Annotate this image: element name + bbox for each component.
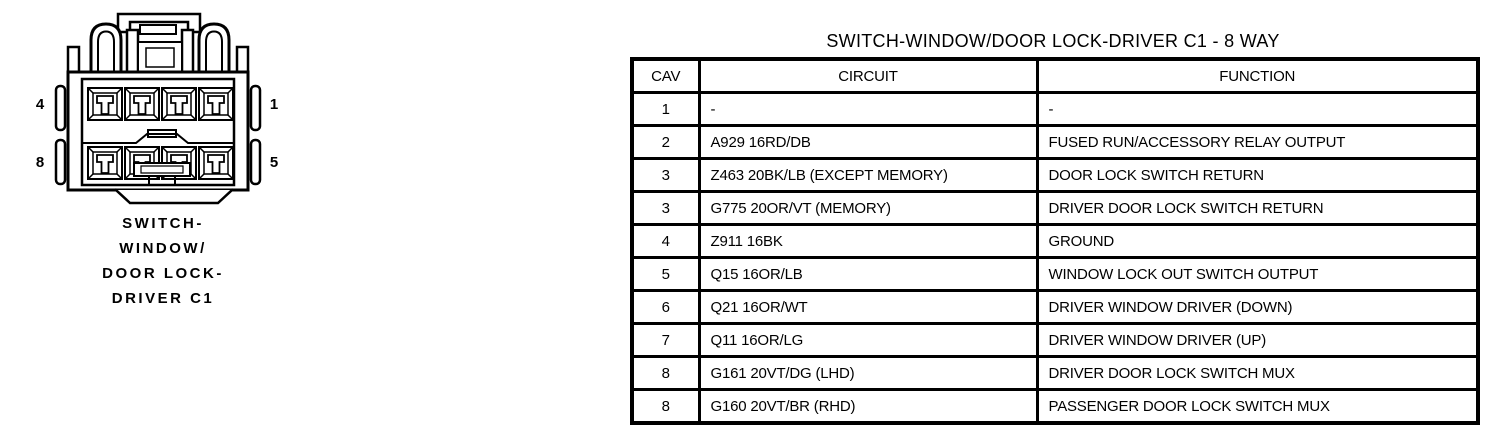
connector-label-line: SWITCH- (122, 215, 204, 232)
cav-cell: 8 (630, 355, 701, 391)
pin-label-bottom-right: 5 (270, 154, 278, 171)
circuit-cell: Q11 16OR/LG (697, 322, 1039, 358)
cav-cell: 2 (630, 124, 701, 160)
table-row: 7 Q11 16OR/LG DRIVER WINDOW DRIVER (UP) (630, 322, 1480, 358)
cav-cell: 7 (630, 322, 701, 358)
function-cell: PASSENGER DOOR LOCK SWITCH MUX (1035, 388, 1480, 425)
function-cell: - (1035, 91, 1480, 127)
circuit-cell: G775 20OR/VT (MEMORY) (697, 190, 1039, 226)
cav-cell: 4 (630, 223, 701, 259)
table-row: 5 Q15 16OR/LB WINDOW LOCK OUT SWITCH OUT… (630, 256, 1480, 292)
cav-cell: 8 (630, 388, 701, 425)
table-row: 3 Z463 20BK/LB (EXCEPT MEMORY) DOOR LOCK… (630, 157, 1480, 193)
function-cell: WINDOW LOCK OUT SWITCH OUTPUT (1035, 256, 1480, 292)
function-cell: DRIVER WINDOW DRIVER (UP) (1035, 322, 1480, 358)
table-row: 1 - - (630, 91, 1480, 127)
connector-label: SWITCH- WINDOW/ DOOR LOCK- DRIVER C1 (20, 211, 306, 311)
table-title: SWITCH-WINDOW/DOOR LOCK-DRIVER C1 - 8 WA… (826, 31, 1280, 51)
function-cell: DRIVER WINDOW DRIVER (DOWN) (1035, 289, 1480, 325)
circuit-cell: Q21 16OR/WT (697, 289, 1039, 325)
connector-label-line: WINDOW/ (119, 240, 207, 257)
cav-cell: 5 (630, 256, 701, 292)
function-cell: DRIVER DOOR LOCK SWITCH RETURN (1035, 190, 1480, 226)
cav-cell: 3 (630, 190, 701, 226)
pin-label-bottom-left: 8 (36, 154, 44, 171)
circuit-cell: G160 20VT/BR (RHD) (697, 388, 1039, 425)
function-cell: DRIVER DOOR LOCK SWITCH MUX (1035, 355, 1480, 391)
circuit-cell: Z463 20BK/LB (EXCEPT MEMORY) (697, 157, 1039, 193)
table-row: 2 A929 16RD/DB FUSED RUN/ACCESSORY RELAY… (630, 124, 1480, 160)
table-header-row: CAV CIRCUIT FUNCTION (630, 57, 1480, 94)
col-header-function: FUNCTION (1035, 57, 1480, 94)
function-cell: FUSED RUN/ACCESSORY RELAY OUTPUT (1035, 124, 1480, 160)
table-row: 4 Z911 16BK GROUND (630, 223, 1480, 259)
circuit-cell: A929 16RD/DB (697, 124, 1039, 160)
function-cell: GROUND (1035, 223, 1480, 259)
function-cell: DOOR LOCK SWITCH RETURN (1035, 157, 1480, 193)
circuit-cell: Z911 16BK (697, 223, 1039, 259)
pin-label-top-left: 4 (36, 96, 45, 113)
connector-label-line: DRIVER C1 (111, 290, 215, 307)
cav-cell: 6 (630, 289, 701, 325)
circuit-cell: - (697, 91, 1039, 127)
connector-label-line: DOOR LOCK- (102, 265, 224, 282)
connector-diagram: 4 1 8 5 (36, 0, 278, 215)
circuit-cell: Q15 16OR/LB (697, 256, 1039, 292)
circuit-cell: G161 20VT/DG (LHD) (697, 355, 1039, 391)
pin-label-top-right: 1 (270, 96, 278, 113)
table-row: 8 G160 20VT/BR (RHD) PASSENGER DOOR LOCK… (630, 388, 1480, 425)
table-row: 3 G775 20OR/VT (MEMORY) DRIVER DOOR LOCK… (630, 190, 1480, 226)
table-row: 8 G161 20VT/DG (LHD) DRIVER DOOR LOCK SW… (630, 355, 1480, 391)
col-header-cav: CAV (630, 57, 701, 94)
col-header-circuit: CIRCUIT (697, 57, 1039, 94)
pinout-table-block: SWITCH-WINDOW/DOOR LOCK-DRIVER C1 - 8 WA… (630, 31, 1480, 425)
pinout-table: CAV CIRCUIT FUNCTION 1 - - 2 A929 16RD/D… (630, 57, 1480, 425)
cav-cell: 3 (630, 157, 701, 193)
connector-block: 4 1 8 5 SWITCH- WINDOW/ DOOR LOCK- DRIVE… (0, 0, 320, 320)
table-row: 6 Q21 16OR/WT DRIVER WINDOW DRIVER (DOWN… (630, 289, 1480, 325)
cav-cell: 1 (630, 91, 701, 127)
